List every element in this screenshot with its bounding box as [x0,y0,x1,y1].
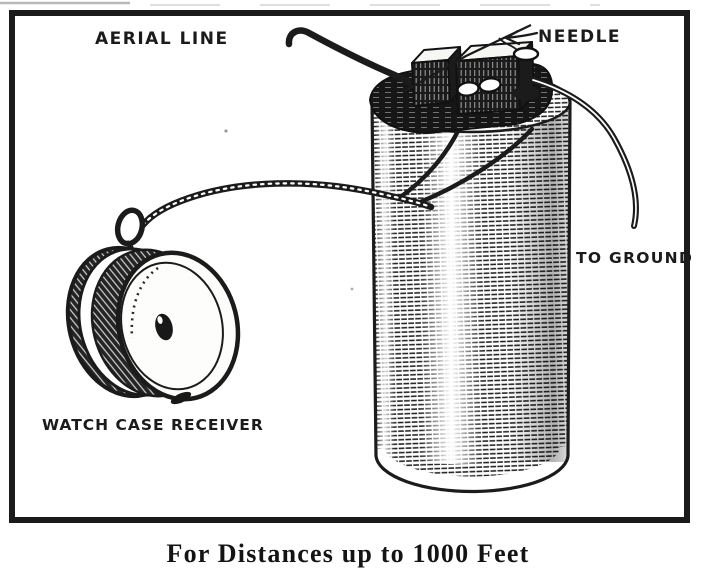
coil-shading [372,92,570,491]
label-needle: NEEDLE [538,27,621,47]
figure-caption: For Distances up to 1000 Feet [167,539,530,568]
watch-case-receiver [65,207,241,405]
tuning-coil [370,70,572,494]
post-thumbscrew [512,46,540,62]
post-base [513,85,539,101]
receiver-face [115,250,241,402]
aerial-wire [285,27,430,96]
scan-artifacts [0,1,600,291]
hole-highlight [157,316,163,324]
receiver-wires [396,124,535,206]
post-neck [519,59,533,67]
receiver-bottom-shadow [170,391,192,405]
needle-arrow [504,29,539,46]
post-stem [519,63,533,90]
label-watch-case-receiver: WATCH CASE RECEIVER [42,416,264,434]
ground-wire [530,77,639,229]
binding-post [512,46,540,101]
frame-border [9,10,690,523]
label-to-ground: TO GROUND [576,249,693,267]
label-aerial-line: AERIAL LINE [95,29,229,49]
receiver-hanging-loop [114,207,146,247]
receiver-cord [139,180,435,229]
roller-right [478,77,502,93]
needle-to-post-wire [498,37,518,51]
roller-left [456,81,480,97]
receiver-cap-seam [120,261,224,391]
receiver-face-stipple [130,266,159,339]
